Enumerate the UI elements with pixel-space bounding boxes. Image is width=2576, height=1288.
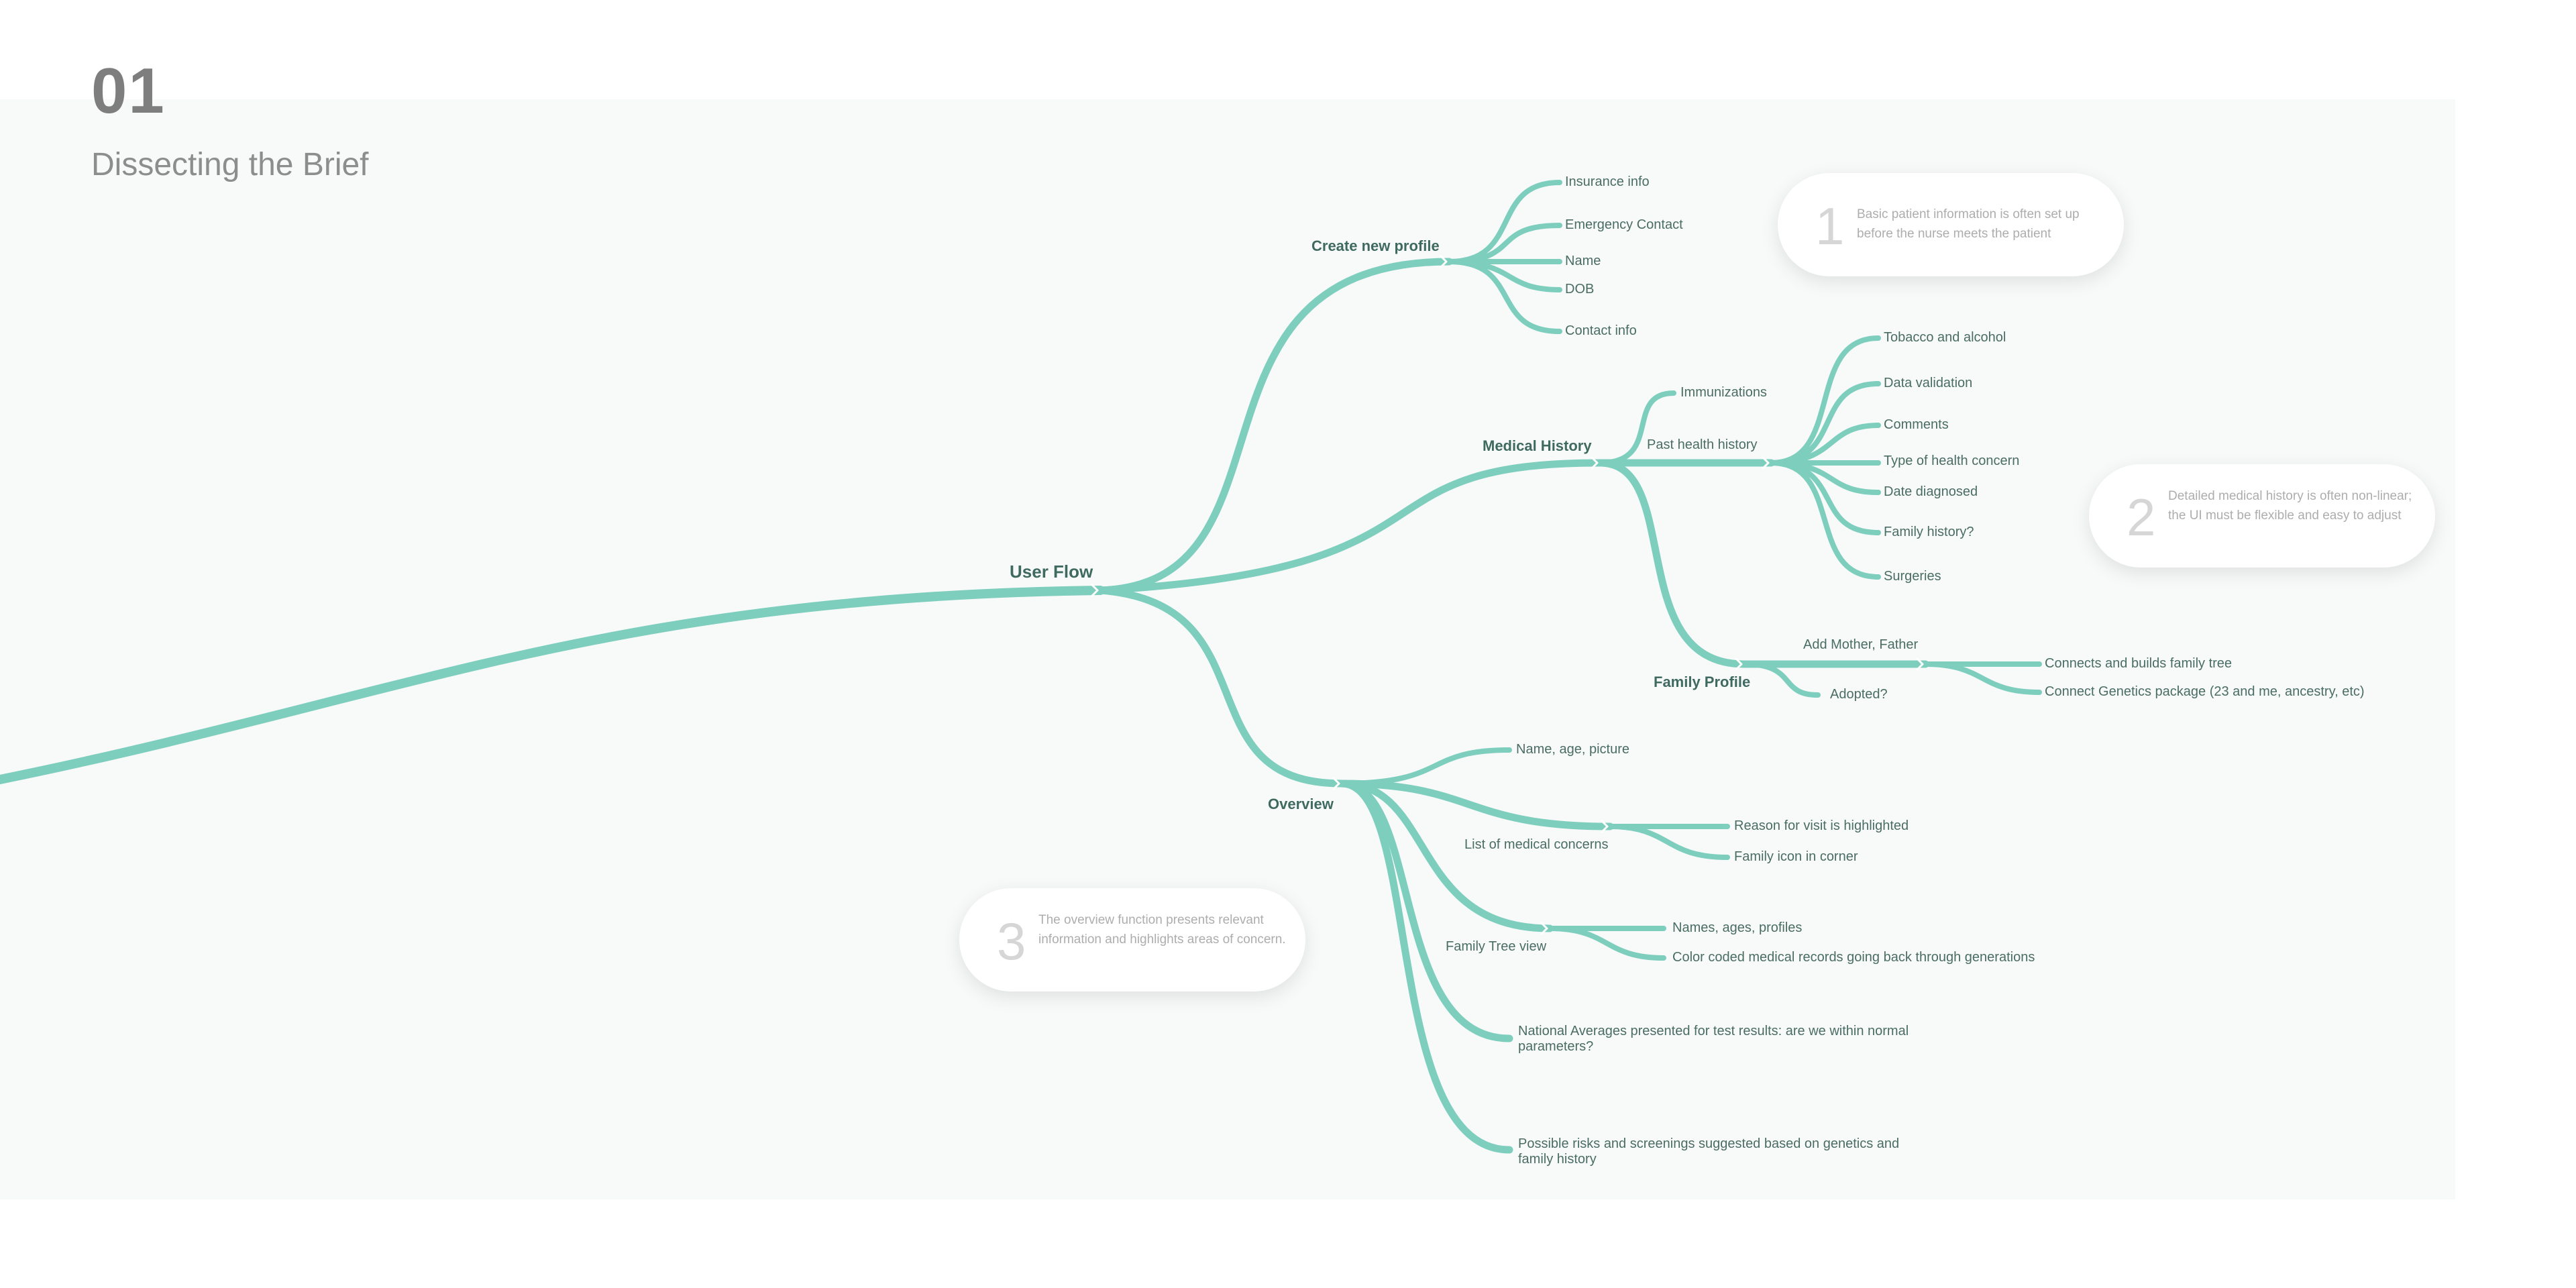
leaf-surgeries: Surgeries <box>1884 569 1941 584</box>
branch-overview <box>1096 586 1346 788</box>
create-profile-connectors <box>1446 180 1562 334</box>
section-number: 01 <box>91 55 166 127</box>
node-overview: Overview <box>1268 796 1334 812</box>
note-number: 2 <box>2127 488 2156 547</box>
leaf-possible-risks: Possible risks and screenings suggested … <box>1518 1136 1900 1167</box>
leaf-family-icon: Family icon in corner <box>1734 849 1858 864</box>
node-create-new-profile: Create new profile <box>1311 237 1440 254</box>
note-text: Detailed medical history is often non-li… <box>2168 489 2412 523</box>
leaf-insurance-info: Insurance info <box>1565 174 1650 189</box>
leaf-name-age-picture: Name, age, picture <box>1516 742 1629 757</box>
medical-history-connectors <box>1596 335 2042 698</box>
root-user-flow: User Flow <box>1010 561 1093 582</box>
leaf-tobacco-alcohol: Tobacco and alcohol <box>1884 330 2006 345</box>
note-text: Basic patient information is often set u… <box>1857 207 2080 241</box>
node-family-tree-view: Family Tree view <box>1446 939 1547 954</box>
note-number: 3 <box>997 912 1026 971</box>
leaf-names-ages-profiles: Names, ages, profiles <box>1672 920 1803 935</box>
node-past-health-history: Past health history <box>1647 437 1758 452</box>
section-title: Dissecting the Brief <box>91 147 369 182</box>
leaf-name: Name <box>1565 254 1601 268</box>
leaf-emergency-contact: Emergency Contact <box>1565 217 1683 232</box>
node-medical-history: Medical History <box>1483 437 1592 454</box>
leaf-family-history: Family history? <box>1884 525 1974 539</box>
leaf-type-of-health-concern: Type of health concern <box>1884 453 2020 468</box>
branch-medical-history <box>1096 459 1604 594</box>
leaf-date-diagnosed: Date diagnosed <box>1884 484 1978 499</box>
leaf-color-coded-records: Color coded medical records going back t… <box>1672 950 2035 965</box>
leaf-contact-info: Contact info <box>1565 323 1637 338</box>
branch-create-profile <box>1096 258 1453 594</box>
canvas-background <box>0 99 2455 1199</box>
node-add-mother-father: Add Mother, Father <box>1803 637 1919 652</box>
leaf-comments: Comments <box>1884 417 1949 432</box>
leaf-immunizations: Immunizations <box>1680 385 1767 400</box>
leaf-adopted: Adopted? <box>1830 687 1888 702</box>
note-card-1: 1 Basic patient information is often set… <box>1778 173 2124 276</box>
leaf-dob: DOB <box>1565 282 1595 297</box>
overview-connectors <box>1338 747 1730 1154</box>
leaf-connects-family-tree: Connects and builds family tree <box>2045 656 2233 671</box>
node-list-medical-concerns: List of medical concerns <box>1464 837 1609 852</box>
leaf-national-averages: National Averages presented for test res… <box>1518 1024 1909 1054</box>
node-family-profile: Family Profile <box>1654 674 1751 690</box>
node-chevrons <box>1091 255 1924 935</box>
leaf-data-validation: Data validation <box>1884 376 1973 390</box>
leaf-connect-genetics: Connect Genetics package (23 and me, anc… <box>2045 684 2365 699</box>
leaf-reason-for-visit: Reason for visit is highlighted <box>1734 818 1909 833</box>
note-card-3: 3 The overview function presents relevan… <box>959 888 1305 991</box>
note-number: 1 <box>1815 197 1845 256</box>
trunk-branch <box>0 586 1105 784</box>
note-card-2: 2 Detailed medical history is often non-… <box>2089 464 2435 568</box>
note-text: The overview function presents relevant … <box>1038 913 1286 947</box>
